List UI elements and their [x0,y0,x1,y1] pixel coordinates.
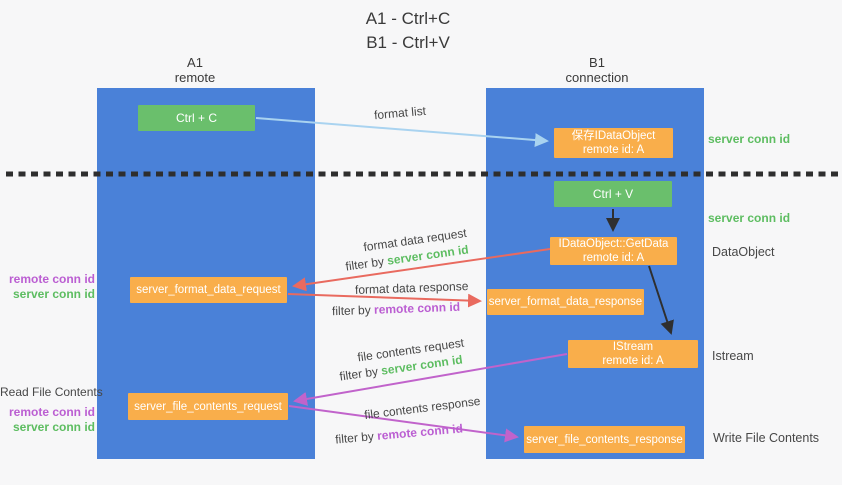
lane-b1-subtitle: connection [565,70,629,85]
filter-by-remote-conn-id-label-1: filter by remote conn id [332,300,460,318]
filter-by-text: filter by [338,364,379,384]
server-conn-id-annotation-right-2: server conn id [708,211,791,225]
server-format-data-request-node: server_format_data_request [130,277,287,303]
save-idataobject-line1: 保存IDataObject [571,130,656,142]
server-file-contents-response-label: server_file_contents_response [526,433,683,446]
ctrl-c-node: Ctrl + C [138,105,255,131]
filter-by-remote-conn-id-label-2: filter by remote conn id [335,421,464,446]
format-list-label: format list [373,103,427,123]
istream-line2: remote id: A [602,355,664,367]
filter-by-text: filter by [344,254,385,274]
remote-conn-id-text: remote conn id [373,299,461,317]
lane-header-a1: A1 remote [86,55,304,85]
istream-line1: IStream [612,341,654,353]
remote-conn-id-annotation: remote conn id [8,272,95,286]
getdata-line1: IDataObject::GetData [558,238,669,250]
server-file-contents-request-label: server_file_contents_request [134,400,282,413]
ctrl-v-node: Ctrl + V [554,181,672,207]
file-contents-response-label: file contents response [363,393,482,423]
server-format-data-response-node: server_format_data_response [487,289,644,315]
dataobject-label: DataObject [712,245,775,259]
lane-a1-name: A1 [187,55,203,70]
server-format-data-request-label: server_format_data_request [136,284,281,296]
istream-node: IStream remote id: A [568,340,698,368]
save-idataobject-node: 保存IDataObject remote id: A [554,128,673,158]
filter-by-text: filter by [331,302,371,319]
istream-label: Istream [712,349,754,363]
left-conn-id-pair-2: remote conn id server conn id [0,405,95,435]
ctrl-c-label: Ctrl + C [175,111,217,125]
title-line-copy: A1 - Ctrl+C [365,9,451,28]
save-idataobject-line2: remote id: A [582,144,645,156]
server-format-data-response-label: server_format_data_response [488,296,643,308]
diagram-title: A1 - Ctrl+C B1 - Ctrl+V [0,7,816,55]
write-file-contents-label: Write File Contents [713,431,820,445]
idataobject-getdata-node: IDataObject::GetData remote id: A [550,237,677,265]
lane-b1-name: B1 [589,55,605,70]
title-line-paste: B1 - Ctrl+V [366,33,450,52]
server-file-contents-response-node: server_file_contents_response [524,426,685,453]
remote-conn-id-annotation: remote conn id [8,405,95,419]
read-file-contents-label: Read File Contents [0,385,103,399]
server-conn-id-annotation: server conn id [12,420,95,434]
getdata-line2: remote id: A [582,252,645,264]
lane-header-b1: B1 connection [488,55,706,85]
lane-a1-subtitle: remote [174,70,216,85]
server-conn-id-annotation-right-1: server conn id [708,132,791,146]
format-data-response-label: format data response [354,279,469,297]
left-conn-id-pair-1: remote conn id server conn id [0,272,95,302]
server-file-contents-request-node: server_file_contents_request [128,393,288,420]
filter-by-text: filter by [334,429,375,447]
server-conn-id-annotation: server conn id [12,287,95,301]
ctrl-v-label: Ctrl + V [592,187,634,201]
remote-conn-id-text: remote conn id [376,421,464,443]
